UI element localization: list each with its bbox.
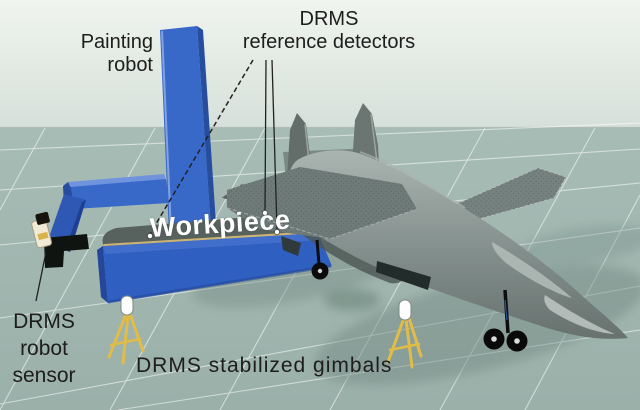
- robot-beam: [70, 179, 169, 209]
- reference-detector-dot-2: [262, 210, 268, 216]
- robot-sensor-label-line3: sensor: [12, 364, 76, 387]
- painting-robot-label: Painting robot: [30, 31, 153, 77]
- stabilized-gimbals-label: DRMS stabilized gimbals: [136, 354, 393, 377]
- reference-detectors-label-line2: reference detectors: [242, 31, 416, 53]
- reference-detector-dot-3: [274, 229, 280, 235]
- robot-end-effector: [44, 234, 89, 268]
- reference-detectors-label-line1: DRMS: [299, 8, 359, 30]
- reference-detectors-label: DRMS reference detectors: [220, 8, 438, 54]
- workpiece-trim: [103, 231, 318, 246]
- gimbal-head: [120, 295, 134, 316]
- hangar-wall: [0, 0, 640, 128]
- aircraft-canopy-highlight: [492, 242, 572, 298]
- leader-lines: [35, 59, 280, 302]
- robot-column: [160, 26, 211, 234]
- reference-detector-dot-1: [147, 233, 153, 239]
- tripod-gimbal-right: [386, 299, 423, 369]
- painting-robot-label-line1: Painting: [80, 31, 153, 53]
- painting-robot-arm: [31, 26, 216, 268]
- aircraft-landing-gear: [311, 239, 528, 352]
- gimbal-head: [398, 299, 412, 321]
- workpiece-front-face: [103, 233, 332, 303]
- workpiece-left-end: [97, 246, 108, 303]
- aircraft-air-intake: [376, 261, 431, 290]
- aircraft-left-wing: [226, 167, 418, 240]
- robot-sensor-label-line2: robot: [20, 337, 68, 360]
- drms-robot-sensor-device: [31, 211, 53, 249]
- painting-robot-label-line2: robot: [107, 54, 153, 76]
- fighter-aircraft: [219, 103, 628, 352]
- robot-sensor-label: DRMS robot sensor: [0, 308, 88, 389]
- robot-sensor-label-line1: DRMS: [13, 310, 75, 333]
- tripod-gimbal-left: [107, 295, 145, 365]
